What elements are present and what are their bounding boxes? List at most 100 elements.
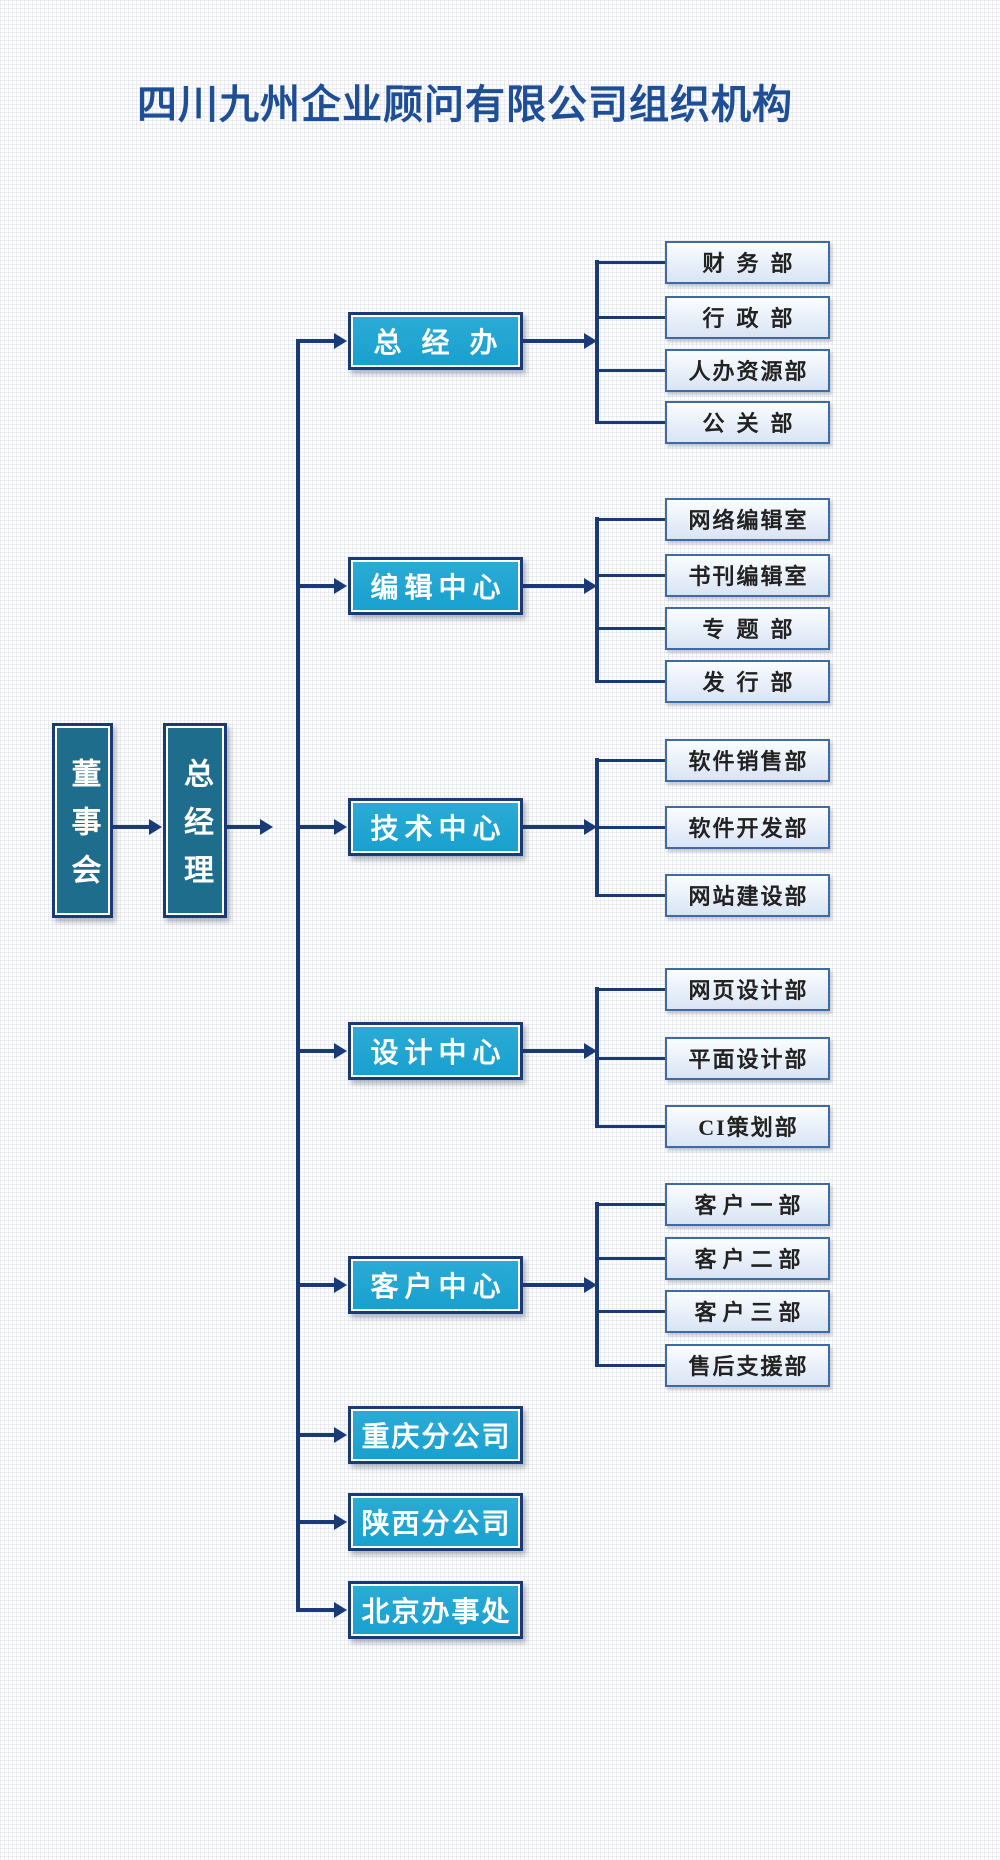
bracket-to-dept-line xyxy=(597,1363,665,1367)
arrowhead-icon xyxy=(334,333,347,349)
arrowhead-icon xyxy=(584,819,597,835)
dept-node: 平面设计部 xyxy=(665,1036,830,1080)
dept-node: 书刊编辑室 xyxy=(665,553,830,597)
dept-node-label: 人办资源部 xyxy=(688,359,809,384)
spine-to-branch-line xyxy=(296,1608,334,1612)
arrowhead-icon xyxy=(584,578,597,594)
dept-node-label: 专题部 xyxy=(702,617,805,642)
arrowhead-icon xyxy=(334,578,347,594)
arrowhead-icon xyxy=(334,1427,347,1443)
arrowhead-icon xyxy=(584,333,597,349)
dept-node-label: 客户二部 xyxy=(694,1247,807,1272)
dept-node: 财务部 xyxy=(665,240,830,284)
board-to-manager-line xyxy=(113,825,150,829)
bracket-to-dept-line xyxy=(597,1056,665,1060)
dept-node: 客户三部 xyxy=(665,1289,830,1333)
bracket-line xyxy=(595,1202,599,1367)
branch-node: 编辑中心 xyxy=(348,557,523,615)
bracket-to-dept-line xyxy=(597,987,665,991)
bracket-to-dept-line xyxy=(597,368,665,372)
branch-node-label: 总经办 xyxy=(373,327,518,358)
dept-node: 客户一部 xyxy=(665,1182,830,1226)
bracket-to-dept-line xyxy=(597,679,665,683)
root-node-manager: 总经理 xyxy=(163,723,227,918)
spine-line xyxy=(296,339,300,1612)
branch-node-label: 技术中心 xyxy=(370,813,507,844)
dept-node-label: 软件销售部 xyxy=(688,749,809,774)
arrowhead-icon xyxy=(584,1277,597,1293)
dept-node-label: 售后支援部 xyxy=(688,1354,809,1379)
manager-to-spine-line xyxy=(227,825,260,829)
arrowhead-icon xyxy=(334,1043,347,1059)
bracket-to-dept-line xyxy=(597,260,665,264)
arrowhead-icon xyxy=(334,1602,347,1618)
arrowhead-icon xyxy=(584,1043,597,1059)
branch-node-label: 设计中心 xyxy=(370,1037,507,1068)
dept-node-label: 书刊编辑室 xyxy=(688,564,809,589)
root-node-board-label: 董事会 xyxy=(66,757,100,902)
branch-node-label: 重庆分公司 xyxy=(361,1421,512,1452)
dept-node: 客户二部 xyxy=(665,1236,830,1280)
bracket-line xyxy=(595,260,599,424)
bracket-to-dept-line xyxy=(597,1202,665,1206)
branch-node-label: 编辑中心 xyxy=(370,572,507,603)
dept-node: 公关部 xyxy=(665,400,830,444)
branch-to-bracket-line xyxy=(523,339,584,343)
dept-node-label: 平面设计部 xyxy=(688,1047,809,1072)
spine-to-branch-line xyxy=(296,339,334,343)
bracket-to-dept-line xyxy=(597,1124,665,1128)
arrowhead-icon xyxy=(334,819,347,835)
dept-node: 网页设计部 xyxy=(665,967,830,1011)
root-node-manager-label: 总经理 xyxy=(179,757,212,902)
bracket-to-dept-line xyxy=(597,825,665,829)
bracket-to-dept-line xyxy=(597,893,665,897)
spine-to-branch-line xyxy=(296,825,334,829)
dept-node: 网站建设部 xyxy=(665,873,830,917)
dept-node: 行政部 xyxy=(665,295,830,339)
bracket-to-dept-line xyxy=(597,420,665,424)
dept-node: CI策划部 xyxy=(665,1104,830,1148)
branch-node: 陕西分公司 xyxy=(348,1493,523,1551)
bracket-to-dept-line xyxy=(597,315,665,319)
branch-node: 技术中心 xyxy=(348,798,523,856)
arrowhead-icon xyxy=(260,819,273,835)
branch-node: 重庆分公司 xyxy=(348,1406,523,1464)
spine-to-branch-line xyxy=(296,1049,334,1053)
spine-to-branch-line xyxy=(296,1283,334,1287)
branch-node: 北京办事处 xyxy=(348,1581,523,1639)
dept-node: 专题部 xyxy=(665,606,830,650)
bracket-to-dept-line xyxy=(597,758,665,762)
branch-node: 客户中心 xyxy=(348,1256,523,1314)
dept-node: 网络编辑室 xyxy=(665,497,830,541)
spine-to-branch-line xyxy=(296,584,334,588)
dept-node: 售后支援部 xyxy=(665,1343,830,1387)
arrowhead-icon xyxy=(149,819,162,835)
branch-to-bracket-line xyxy=(523,1049,584,1053)
dept-node-label: 软件开发部 xyxy=(688,816,809,841)
bracket-line xyxy=(595,517,599,683)
arrowhead-icon xyxy=(334,1514,347,1530)
spine-to-branch-line xyxy=(296,1520,334,1524)
branch-node: 设计中心 xyxy=(348,1022,523,1080)
bracket-to-dept-line xyxy=(597,517,665,521)
dept-node-label: 客户三部 xyxy=(694,1300,807,1325)
bracket-to-dept-line xyxy=(597,1309,665,1313)
dept-node-label: 网页设计部 xyxy=(688,978,809,1003)
branch-to-bracket-line xyxy=(523,1283,584,1287)
bracket-to-dept-line xyxy=(597,626,665,630)
dept-node: 发行部 xyxy=(665,659,830,703)
branch-to-bracket-line xyxy=(523,825,584,829)
bracket-to-dept-line xyxy=(597,1256,665,1260)
branch-node-label: 北京办事处 xyxy=(361,1596,512,1627)
branch-node: 总经办 xyxy=(348,312,523,370)
dept-node: 软件销售部 xyxy=(665,738,830,782)
dept-node-label: 网络编辑室 xyxy=(688,508,809,533)
branch-to-bracket-line xyxy=(523,584,584,588)
dept-node-label: 客户一部 xyxy=(694,1193,807,1218)
dept-node-label: 公关部 xyxy=(702,411,805,436)
arrowhead-icon xyxy=(334,1277,347,1293)
spine-to-branch-line xyxy=(296,1433,334,1437)
page-title: 四川九州企业顾问有限公司组织机构 xyxy=(137,82,793,127)
dept-node: 软件开发部 xyxy=(665,805,830,849)
